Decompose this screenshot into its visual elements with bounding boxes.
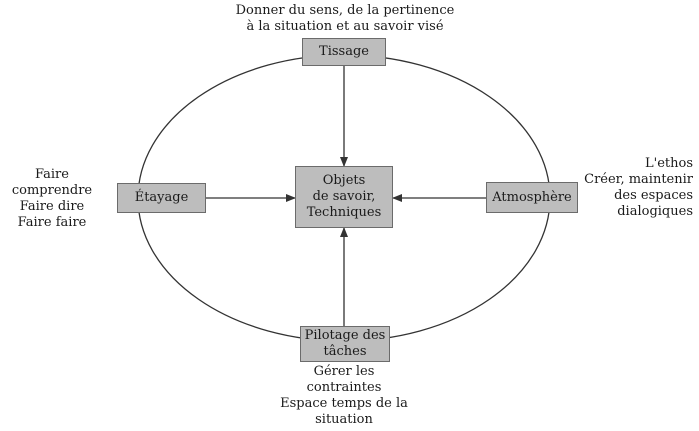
tissage-label: Tissage	[319, 44, 369, 59]
annotation-left-line-1: Faire comprendre	[11, 167, 93, 198]
tissage-box: Tissage	[302, 38, 386, 66]
annotation-bottom-line-2: contraintes	[306, 380, 382, 395]
atmosphere-label: Atmosphère	[492, 189, 572, 205]
atmosphere-box: Atmosphère	[486, 182, 578, 213]
annotation-right-line-3: des espaces	[614, 188, 693, 203]
annotation-bottom: Gérer les contraintes Espace temps de la…	[264, 364, 424, 428]
annotation-right-line-2: Créer, maintenir	[584, 172, 693, 187]
annotation-right-line-1: L'ethos	[645, 156, 693, 171]
objets-label-line-1: Objets	[322, 173, 366, 188]
annotation-right: L'ethos Créer, maintenir des espaces dia…	[573, 156, 693, 220]
pilotage-label-line-2: tâches	[323, 344, 367, 359]
objets-label-line-2: de savoir,	[312, 189, 376, 204]
annotation-top: Donner du sens, de la pertinence à la si…	[230, 3, 460, 35]
annotation-top-line-2: à la situation et au savoir visé	[246, 19, 444, 34]
annotation-bottom-line-3: Espace temps de la	[280, 396, 408, 411]
annotation-left-line-2: Faire dire	[19, 199, 85, 214]
annotation-left: Faire comprendre Faire dire Faire faire	[0, 167, 104, 231]
pilotage-label-line-1: Pilotage des	[304, 328, 386, 343]
annotation-top-line-1: Donner du sens, de la pertinence	[235, 3, 455, 18]
objets-box: Objets de savoir, Techniques	[295, 166, 393, 228]
annotation-bottom-line-4: situation	[315, 412, 373, 427]
etayage-box: Étayage	[117, 183, 206, 213]
annotation-bottom-line-1: Gérer les	[313, 364, 375, 379]
annotation-left-line-3: Faire faire	[17, 215, 87, 230]
annotation-right-line-4: dialogiques	[617, 204, 693, 219]
objets-label-line-3: Techniques	[306, 205, 382, 220]
pilotage-box: Pilotage des tâches	[300, 326, 390, 362]
etayage-label: Étayage	[134, 190, 189, 205]
